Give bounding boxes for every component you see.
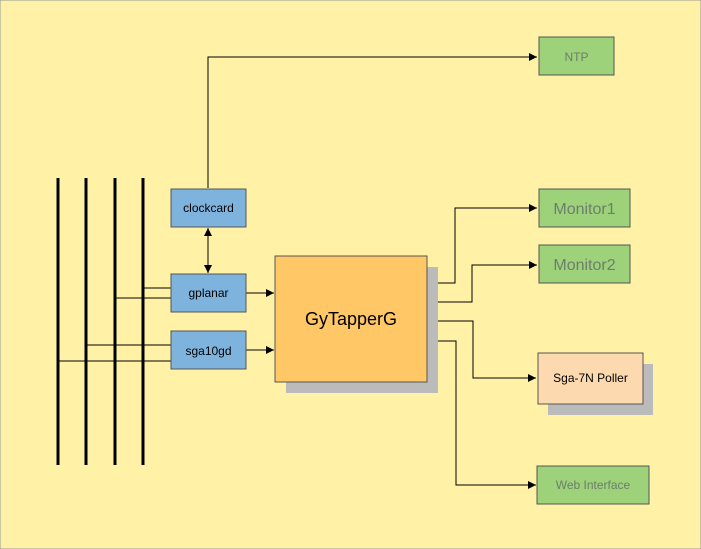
node-clockcard-label: clockcard xyxy=(183,201,234,215)
node-sga10gd: sga10gd xyxy=(170,330,247,370)
node-monitor2-label: Monitor2 xyxy=(553,257,615,274)
node-monitor2: Monitor2 xyxy=(538,244,631,284)
node-sga10gd-label: sga10gd xyxy=(185,344,231,358)
node-monitor1-label: Monitor1 xyxy=(553,201,615,218)
bus-connectors xyxy=(58,287,171,362)
node-monitor1: Monitor1 xyxy=(538,188,631,228)
node-gytapperg-label: GyTapperG xyxy=(305,309,397,329)
node-web-interface-label: Web Interface xyxy=(556,478,631,492)
node-ntp: NTP xyxy=(538,36,615,76)
node-clockcard: clockcard xyxy=(170,188,247,228)
node-gplanar-label: gplanar xyxy=(188,286,228,300)
node-ntp-label: NTP xyxy=(565,50,589,64)
node-poller-label: Sga-7N Poller xyxy=(553,371,628,385)
bus-lines xyxy=(56,178,145,465)
edge-clockcard-ntp xyxy=(207,53,537,188)
node-web-interface: Web Interface xyxy=(536,465,650,505)
edge-gytapperg-monitor1 xyxy=(427,204,537,284)
edge-gytapperg-poller xyxy=(427,320,536,382)
edge-gytapperg-monitor2 xyxy=(427,261,537,303)
edge-gytapperg-web xyxy=(427,340,536,489)
node-gplanar: gplanar xyxy=(170,273,247,313)
node-gytapperg: GyTapperG xyxy=(274,255,438,393)
connectors xyxy=(204,53,537,489)
node-poller: Sga-7N Poller xyxy=(537,352,653,415)
